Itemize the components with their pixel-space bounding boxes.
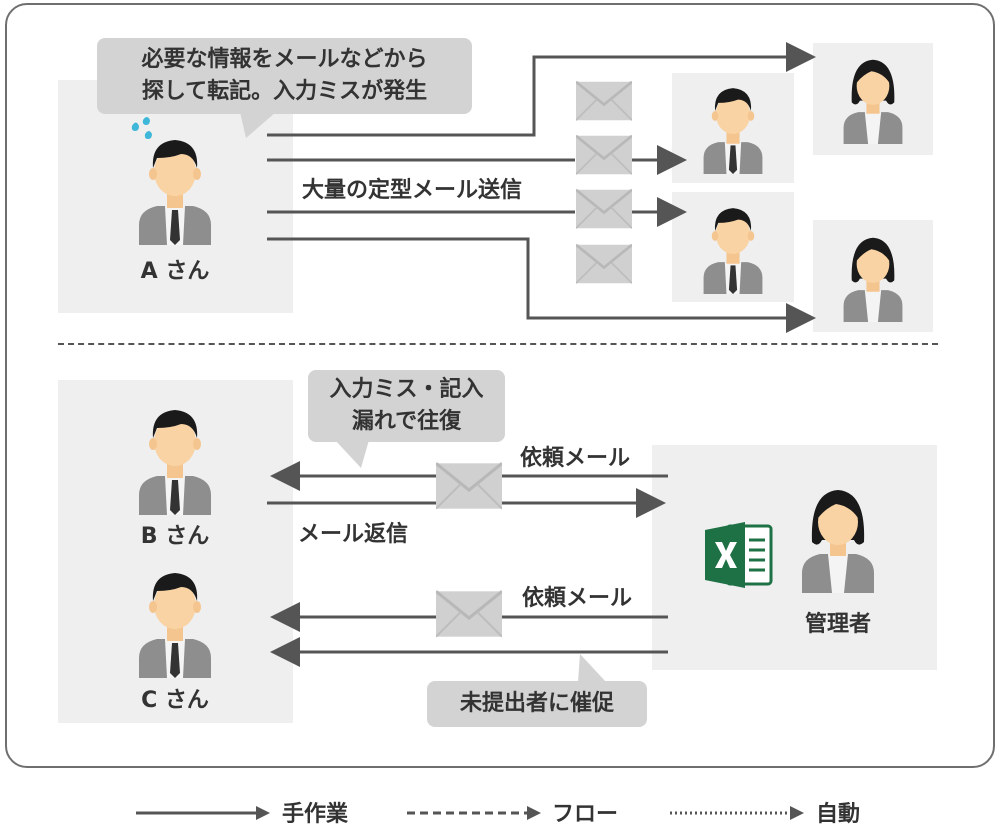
excel-icon xyxy=(705,522,773,588)
mail-envelope-icon xyxy=(436,461,502,511)
legend-auto-arrow xyxy=(670,806,804,820)
request-mail-label: 依頼メール xyxy=(522,586,633,611)
mail-envelope-icon xyxy=(576,80,632,122)
manager-avatar xyxy=(798,478,878,593)
reminder-label: 未提出者に催促 xyxy=(459,691,614,716)
legend-auto-label: 自動 xyxy=(816,802,861,827)
legend-flow-arrow xyxy=(407,806,541,820)
person-a-label: A さん xyxy=(140,259,210,284)
legend-flow-label: フロー xyxy=(552,802,619,827)
mass-mail-label: 大量の定型メール送信 xyxy=(302,178,523,203)
person-b-label: B さん xyxy=(140,524,210,549)
manager-label: 管理者 xyxy=(804,612,871,637)
bubble-tail xyxy=(578,654,606,682)
person-a-avatar xyxy=(135,130,215,245)
mail-envelope-icon xyxy=(576,188,632,230)
mail-envelope-icon xyxy=(576,243,632,285)
bubble-tail xyxy=(240,112,276,138)
bubble-tail xyxy=(335,440,369,468)
bubble-line: 入力ミス・記入 xyxy=(329,377,484,402)
bubble-line: 漏れで往復 xyxy=(351,409,462,434)
problem-bubble-top: 必要な情報をメールなどから 探して転記。入力ミスが発生 xyxy=(97,38,472,114)
mail-envelope-icon xyxy=(576,134,632,176)
recipient-avatar xyxy=(840,50,906,144)
person-c-avatar xyxy=(135,563,215,678)
recipient-avatar xyxy=(700,200,766,294)
panel-manager xyxy=(652,445,937,670)
recipient-avatar xyxy=(700,80,766,174)
bubble-line: 探して転記。入力ミスが発生 xyxy=(141,79,428,104)
problem-bubble-bottom: 入力ミス・記入 漏れで往復 xyxy=(308,370,505,442)
person-b-avatar xyxy=(135,400,215,515)
legend-manual-arrow xyxy=(136,806,270,820)
mail-envelope-icon xyxy=(436,589,502,639)
reminder-bubble: 未提出者に催促 xyxy=(427,681,647,727)
bubble-line: 必要な情報をメールなどから xyxy=(141,47,428,72)
request-mail-label: 依頼メール xyxy=(520,446,631,471)
reply-mail-label: メール返信 xyxy=(298,522,409,547)
sweat-drop-icon xyxy=(131,117,152,139)
legend-manual-label: 手作業 xyxy=(282,802,349,827)
recipient-avatar xyxy=(840,228,906,322)
section-divider xyxy=(58,343,938,345)
person-c-label: C さん xyxy=(141,688,209,713)
